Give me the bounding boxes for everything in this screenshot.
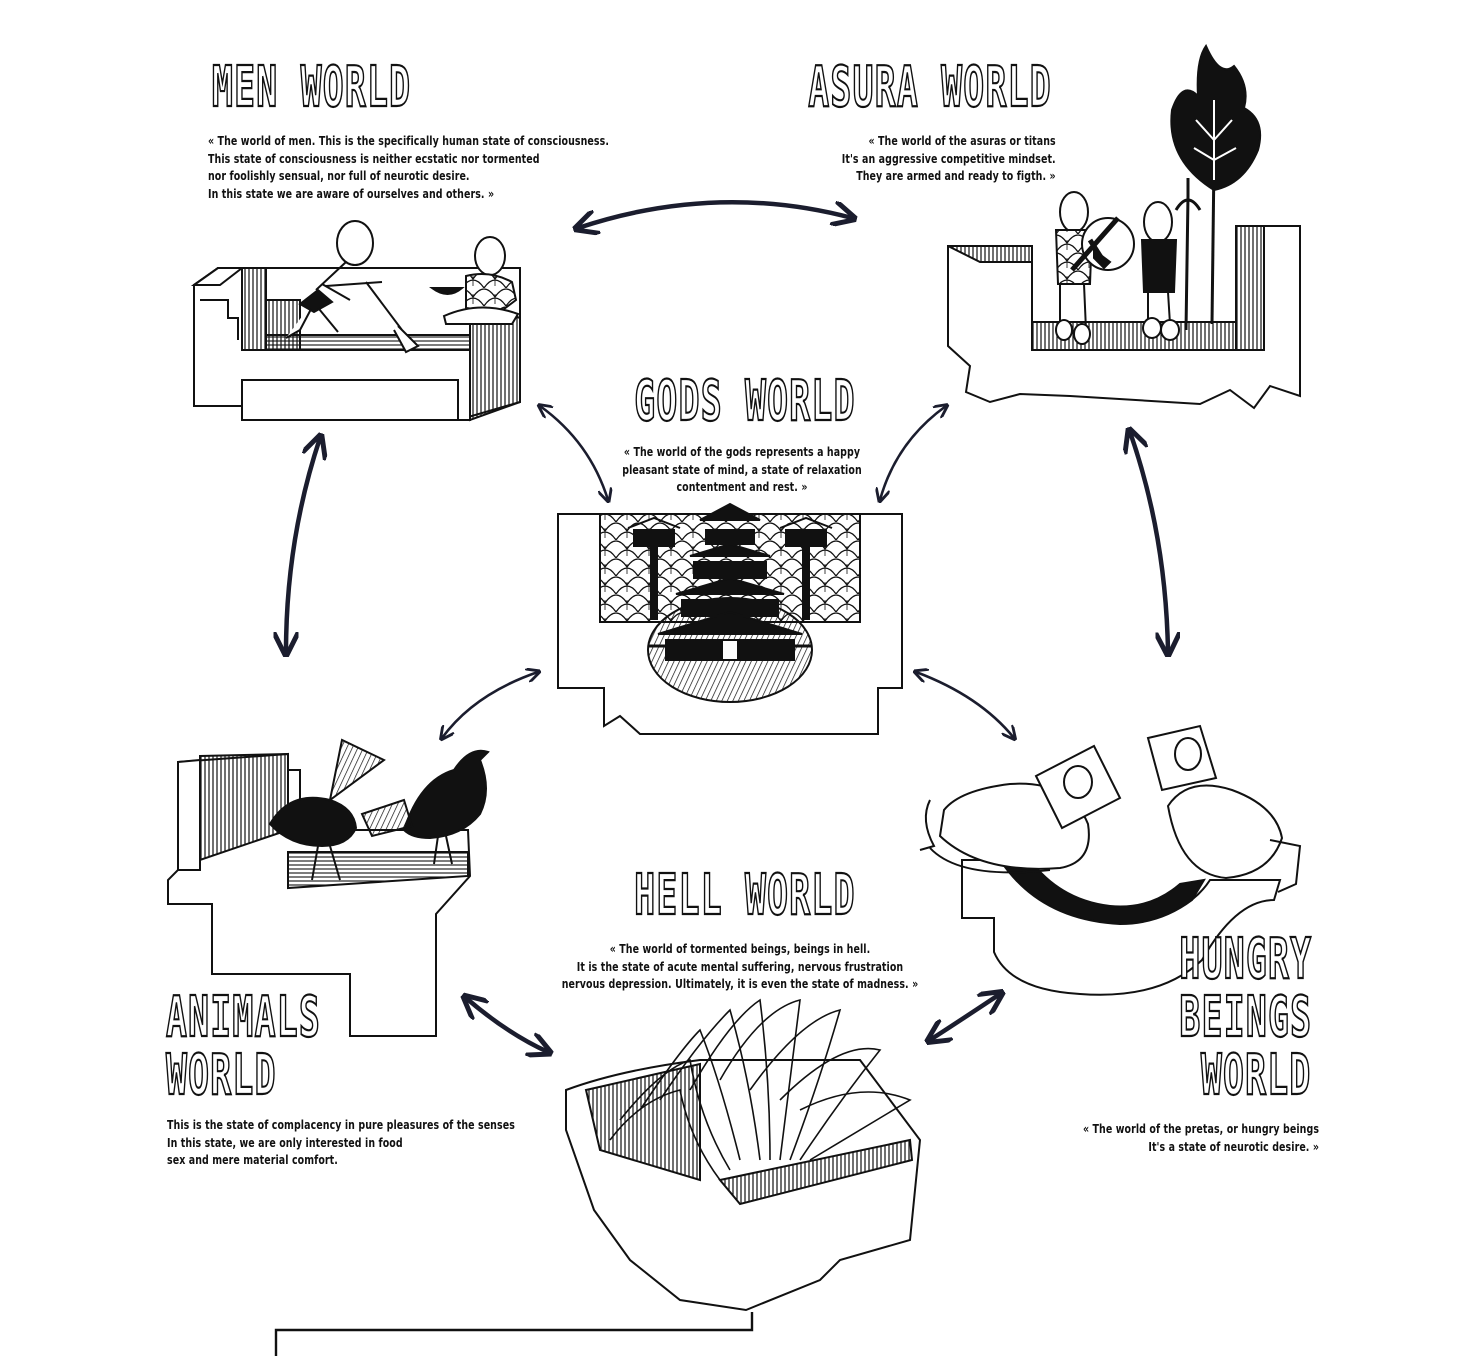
- desc-line: nervous depression. Ultimately, it is ev…: [561, 976, 919, 991]
- desc-line: This state of consciousness is neither e…: [208, 150, 540, 166]
- gods-world-illustration: [557, 502, 903, 735]
- arrow-men-animals: [286, 438, 320, 652]
- asura-world-description: « The world of the asuras or titans It's…: [842, 132, 1056, 185]
- hell-world-description: « The world of tormented beings, beings …: [530, 940, 950, 993]
- desc-line: « The world of the pretas, or hungry bei…: [1082, 1121, 1319, 1136]
- desc-line: In this state, we are only interested in…: [167, 1134, 403, 1150]
- hell-world-title: HELL WORLD: [634, 863, 856, 928]
- asura-world-illustration: [947, 43, 1301, 410]
- men-world-title: MEN WORLD: [211, 55, 412, 120]
- hungry-world-illustration: [919, 724, 1302, 996]
- men-world-illustration: [190, 220, 521, 422]
- hungry-world-title-line1: HUNGRY: [1178, 927, 1312, 992]
- animals-world-title-line2: WORLD: [165, 1043, 277, 1108]
- desc-line: « The world of the asuras or titans: [868, 133, 1056, 148]
- desc-line: sex and mere material comfort.: [167, 1152, 338, 1167]
- bottom-bracket: [274, 1312, 754, 1356]
- hungry-world-title-line2: BEINGS: [1178, 985, 1312, 1050]
- desc-line: contentment and rest. »: [676, 479, 808, 494]
- arrow-men-gods: [540, 406, 608, 500]
- desc-line: pleasant state of mind, a state of relax…: [622, 461, 862, 477]
- animals-world-title-line1: ANIMALS: [165, 985, 322, 1050]
- arrow-asura-gods: [880, 406, 946, 500]
- men-world-description: « The world of men. This is the specific…: [208, 132, 609, 202]
- desc-line: « The world of men. This is the specific…: [208, 133, 610, 148]
- desc-line: It's a state of neurotic desire. »: [1148, 1138, 1319, 1154]
- desc-line: This is the state of complacency in pure…: [167, 1117, 515, 1132]
- arrow-gods-hungry: [916, 672, 1014, 738]
- arrow-gods-animals: [442, 672, 538, 738]
- connection-arrows: [286, 200, 1168, 1052]
- desc-line: They are armed and ready to figth. »: [856, 168, 1056, 183]
- desc-line: « The world of the gods represents a hap…: [623, 444, 861, 459]
- desc-line: It is the state of acute mental sufferin…: [576, 958, 904, 974]
- arrow-men-asura: [578, 200, 852, 228]
- desc-line: « The world of tormented beings, beings …: [609, 941, 871, 956]
- desc-line: nor foolishly sensual, nor full of neuro…: [208, 168, 470, 183]
- desc-line: It's an aggressive competitive mindset.: [842, 150, 1056, 166]
- desc-line: In this state we are aware of ourselves …: [208, 185, 495, 201]
- arrow-hungry-hell: [930, 994, 1000, 1040]
- animals-world-illustration: [167, 738, 490, 1037]
- arrow-asura-hungry: [1130, 432, 1168, 652]
- asura-world-title: ASURA WORLD: [808, 55, 1052, 120]
- arrow-animals-hell: [466, 998, 548, 1052]
- hungry-world-description: « The world of the pretas, or hungry bei…: [1083, 1120, 1319, 1155]
- gods-world-description: « The world of the gods represents a hap…: [574, 443, 910, 496]
- hungry-world-title-line3: WORLD: [1201, 1043, 1312, 1108]
- thin-arrows: [442, 406, 1014, 738]
- hell-world-illustration: [565, 998, 922, 1312]
- animals-world-description: This is the state of complacency in pure…: [167, 1116, 515, 1169]
- gods-world-title: GODS WORLD: [634, 369, 856, 434]
